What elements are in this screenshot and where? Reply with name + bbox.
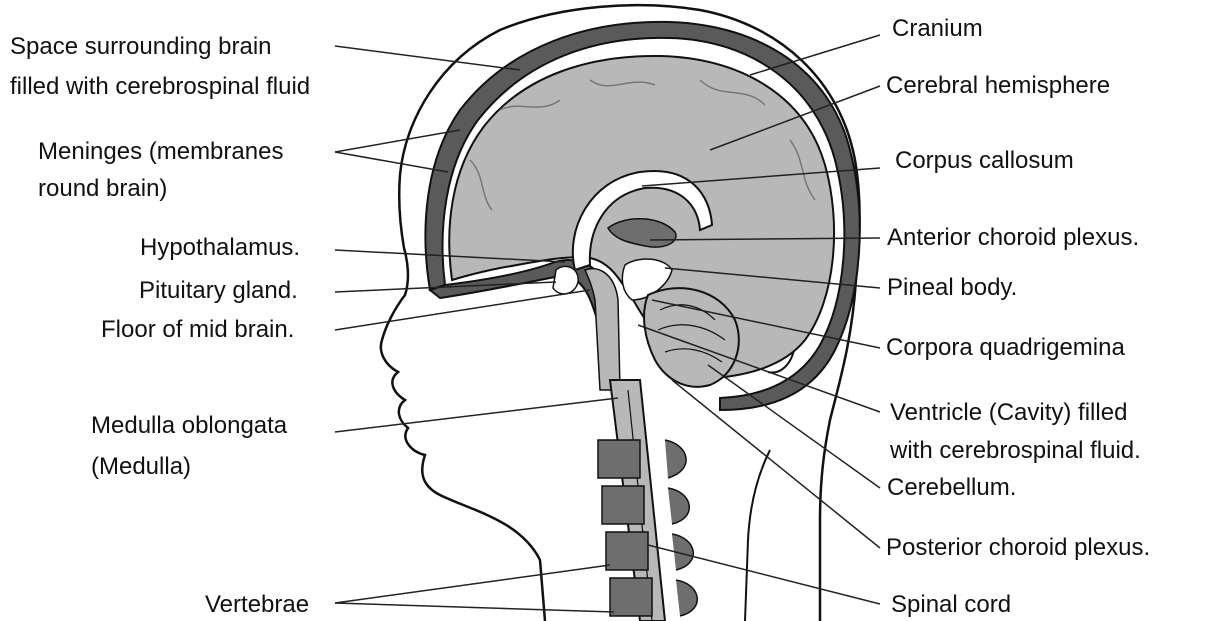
label-spinal-cord: Spinal cord [891,590,1011,620]
leader-line-floor-mid-brain [335,290,590,330]
label-pineal-body: Pineal body. [887,273,1017,303]
label-vertebrae: Vertebrae [205,590,309,620]
leader-line-meninges-b [335,152,448,172]
vertebra [598,440,640,478]
leader-line-vertebrae-b [335,603,614,612]
label-cerebral-hemisphere: Cerebral hemisphere [886,71,1110,101]
pituitary-gland-shape [553,266,578,294]
label-ventricle-line2: with cerebrospinal fluid. [890,436,1141,466]
label-pituitary-gland: Pituitary gland. [139,276,298,306]
label-cranium: Cranium [892,14,983,44]
vertebra [610,578,652,616]
label-corpora-quadrigemina: Corpora quadrigemina [886,333,1125,363]
label-meninges: Meninges (membranes [38,137,283,167]
label-meninges-line2: round brain) [38,174,167,204]
label-space-surrounding-brain: Space surrounding brain [10,32,332,62]
label-cerebellum: Cerebellum. [887,473,1016,503]
label-posterior-choroid-plexus: Posterior choroid plexus. [886,533,1150,563]
leader-line-vertebrae-a [335,565,610,603]
label-medulla-oblongata-line2: (Medulla) [91,452,191,482]
label-ventricle: Ventricle (Cavity) filled [890,398,1127,428]
cerebral-hemisphere-shape [449,56,834,378]
vertebra [602,486,644,524]
vertebra-processes [665,440,697,616]
label-medulla-oblongata: Medulla oblongata [91,411,287,441]
label-hypothalamus: Hypothalamus. [140,233,300,263]
leader-line-medulla [335,398,618,432]
leader-line-posterior-choroid [672,380,880,548]
leader-line-space-surrounding [335,46,520,70]
label-space-surrounding-brain-line2: filled with cerebrospinal fluid [10,72,310,102]
label-anterior-choroid-plexus: Anterior choroid plexus. [887,223,1139,253]
neck-back-outline [745,450,770,621]
vertebra [606,532,648,570]
label-corpus-callosum: Corpus callosum [895,146,1074,176]
label-floor-of-mid-brain: Floor of mid brain. [101,315,294,345]
